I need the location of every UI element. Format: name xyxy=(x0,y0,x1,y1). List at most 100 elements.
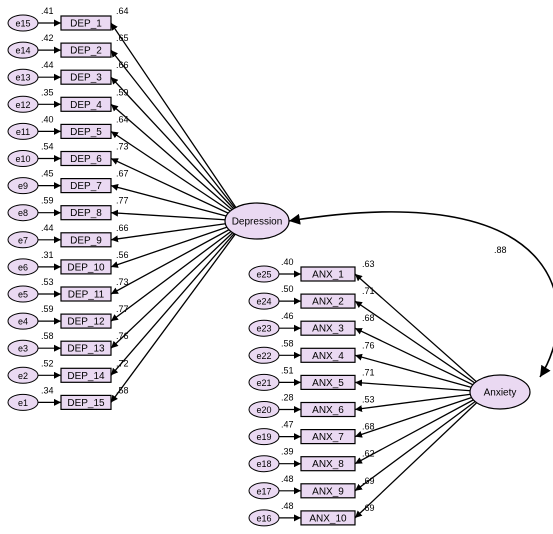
error-term-label: e15 xyxy=(15,19,30,29)
loading-label: .62 xyxy=(362,449,375,459)
loading-path xyxy=(354,391,489,413)
indicator-box xyxy=(60,69,112,85)
loading-label: .64 xyxy=(116,114,129,124)
r-squared-label: .48 xyxy=(281,501,294,511)
loading-path xyxy=(354,391,489,438)
loading-path xyxy=(110,220,246,376)
error-term-label: e16 xyxy=(256,513,271,523)
r-squared-label: .41 xyxy=(41,6,54,16)
loading-path xyxy=(354,379,489,393)
loading-path xyxy=(110,220,246,268)
indicator-label: DEP_9 xyxy=(70,235,102,246)
error-term-label: e18 xyxy=(256,459,271,469)
depression-factor-label: Depression xyxy=(232,217,283,228)
loading-label: .69 xyxy=(362,476,375,486)
r-squared-label: .53 xyxy=(41,277,54,287)
error-term-node xyxy=(248,373,280,391)
error-term-node xyxy=(248,292,280,310)
loading-label: .59 xyxy=(116,87,129,97)
indicator-label: ANX_8 xyxy=(312,459,344,470)
loading-label: .66 xyxy=(116,60,129,70)
correlation-path xyxy=(288,211,553,378)
error-term-label: e8 xyxy=(18,208,28,218)
indicator-box xyxy=(60,313,112,329)
r-squared-label: .59 xyxy=(41,304,54,314)
indicator-box xyxy=(300,429,356,445)
error-term-node xyxy=(248,428,280,446)
loading-label: .77 xyxy=(116,196,129,206)
error-term-label: e6 xyxy=(18,262,28,272)
error-term-node xyxy=(248,319,280,337)
r-squared-label: .58 xyxy=(281,338,294,348)
indicator-box xyxy=(60,150,112,167)
indicator-label: DEP_14 xyxy=(67,371,105,382)
indicator-label: ANX_1 xyxy=(312,270,344,281)
loading-path xyxy=(354,300,489,393)
error-term-label: e7 xyxy=(18,235,28,245)
error-term-label: e5 xyxy=(18,290,28,300)
indicator-box xyxy=(60,232,112,248)
loading-label: .72 xyxy=(116,358,129,368)
loading-label: .76 xyxy=(116,331,129,341)
indicator-label: DEP_13 xyxy=(67,344,105,355)
r-squared-label: .48 xyxy=(281,474,294,484)
loading-label: .73 xyxy=(116,277,129,287)
error-term-node xyxy=(7,41,39,59)
error-term-label: e11 xyxy=(16,127,30,137)
indicator-label: DEP_10 xyxy=(67,262,105,273)
r-squared-label: .47 xyxy=(281,420,294,430)
error-term-node xyxy=(248,346,280,364)
error-term-node xyxy=(248,265,280,283)
error-term-node xyxy=(7,177,39,195)
error-term-label: e12 xyxy=(15,100,30,110)
loading-path xyxy=(110,220,246,322)
r-squared-label: .42 xyxy=(41,33,54,43)
loading-label: .68 xyxy=(362,313,375,323)
loading-path xyxy=(110,103,246,222)
loading-label: .53 xyxy=(362,395,375,405)
error-term-label: e25 xyxy=(256,270,271,280)
indicator-label: DEP_5 xyxy=(70,127,102,138)
loading-label: .77 xyxy=(116,304,129,314)
error-term-label: e1 xyxy=(18,398,28,408)
loading-label: .65 xyxy=(116,33,129,43)
loading-path xyxy=(110,184,246,222)
error-term-label: e9 xyxy=(18,181,28,191)
error-term-node xyxy=(7,14,39,32)
path-edges xyxy=(38,19,553,522)
loading-path xyxy=(110,49,246,222)
r-squared-label: .31 xyxy=(41,250,54,260)
r-squared-label: .52 xyxy=(41,358,54,368)
r-squared-label: .50 xyxy=(281,284,294,294)
error-term-node xyxy=(7,366,39,384)
indicator-box xyxy=(60,205,112,221)
indicator-label: ANX_3 xyxy=(312,324,344,335)
indicator-label: DEP_2 xyxy=(70,46,102,57)
error-term-node xyxy=(248,401,280,418)
indicator-label: DEP_1 xyxy=(70,19,102,30)
loading-path xyxy=(354,391,489,492)
loading-label: .73 xyxy=(116,142,129,152)
loading-label: .63 xyxy=(362,259,375,269)
indicator-box xyxy=(300,320,356,336)
error-term-label: e19 xyxy=(256,432,271,442)
indicator-box xyxy=(300,483,356,499)
indicator-box xyxy=(60,123,112,140)
loading-path xyxy=(110,209,246,222)
indicator-label: DEP_6 xyxy=(70,154,102,165)
error-term-node xyxy=(7,285,39,303)
r-squared-label: .40 xyxy=(41,114,54,124)
indicator-label: DEP_7 xyxy=(70,181,102,192)
r-squared-label: .59 xyxy=(41,196,54,206)
r-squared-label: .46 xyxy=(281,311,294,321)
error-term-label: e10 xyxy=(15,154,30,164)
error-term-label: e3 xyxy=(18,344,28,354)
loading-label: .66 xyxy=(116,223,129,233)
indicator-box xyxy=(60,394,112,410)
indicator-label: ANX_4 xyxy=(312,351,344,362)
indicator-box xyxy=(300,456,356,472)
loading-label: .69 xyxy=(362,503,375,513)
indicator-box xyxy=(60,259,112,275)
error-term-node xyxy=(7,393,39,411)
